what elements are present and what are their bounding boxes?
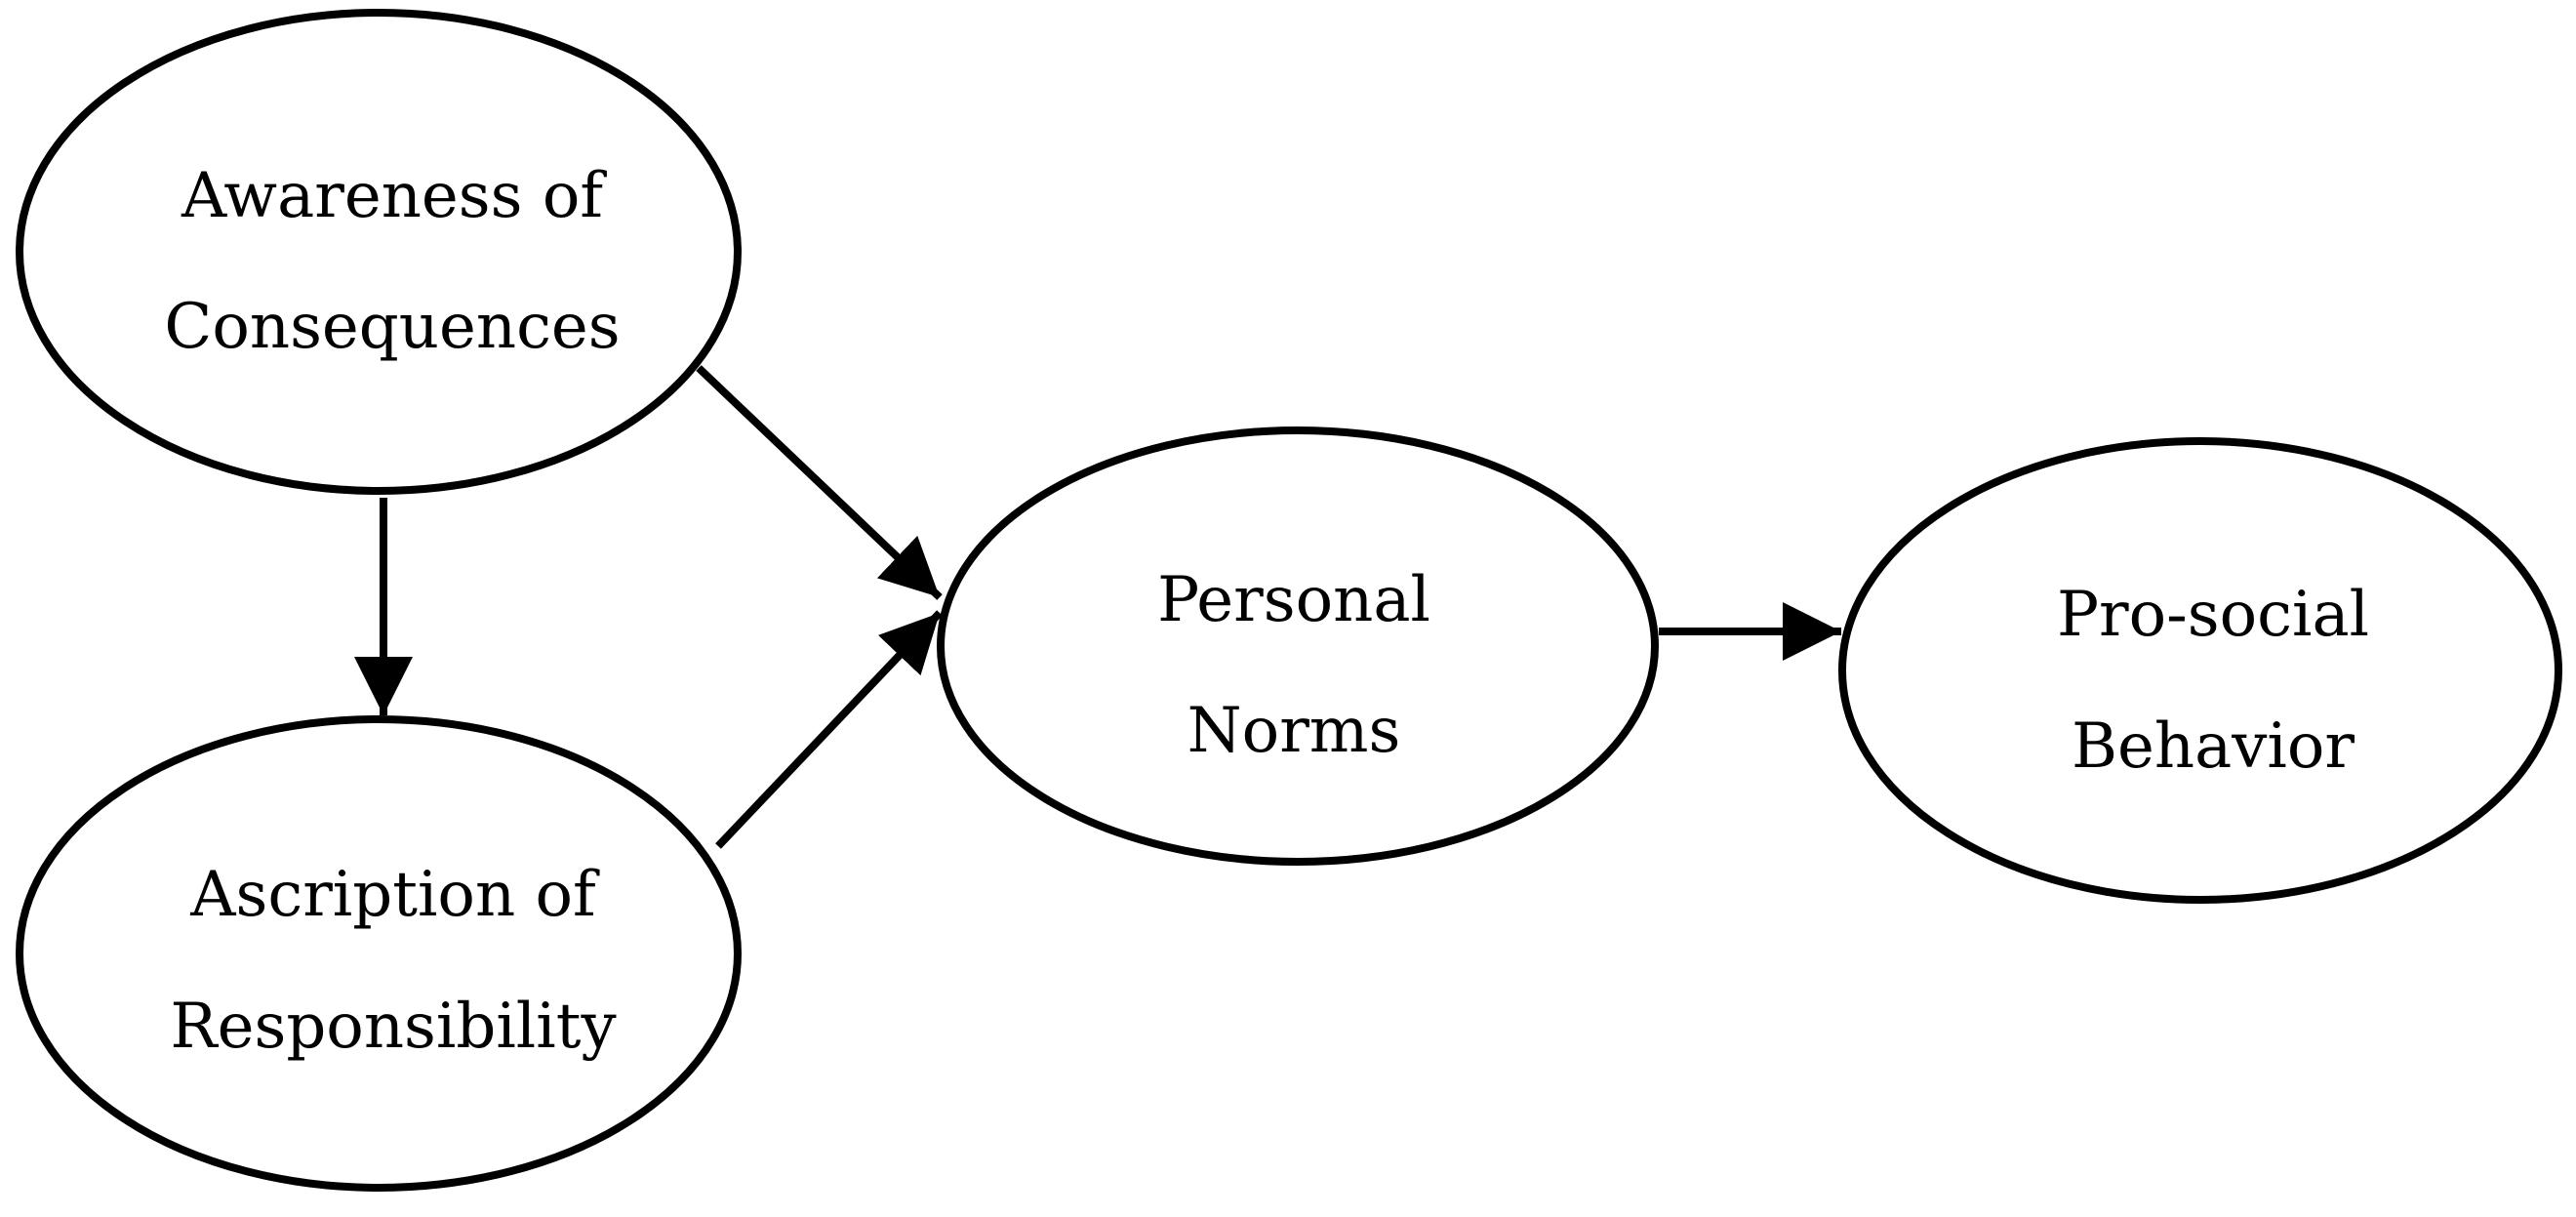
node-label-line-2: Behavior	[2072, 710, 2355, 783]
node-label-line-1: Awareness of	[181, 160, 607, 232]
node-label-line-2: Consequences	[164, 291, 620, 363]
node-label-line-2: Responsibility	[170, 991, 616, 1063]
node-label-line-2: Norms	[1187, 695, 1401, 767]
node-label-line-1: Pro-social	[2057, 579, 2369, 651]
node-ascription-of-responsibility: Ascription of Responsibility	[16, 715, 742, 1192]
edge-ascription-to-personal-norms	[715, 610, 943, 849]
node-ellipse	[1838, 437, 2562, 904]
node-ellipse	[16, 715, 742, 1192]
node-label-line-1: Ascription of	[189, 859, 600, 931]
node-ellipse	[16, 9, 742, 495]
node-ellipse	[937, 426, 1659, 866]
node-personal-norms: Personal Norms	[937, 426, 1659, 866]
node-awareness-of-consequences: Awareness of Consequences	[16, 9, 742, 495]
node-label-line-1: Personal	[1157, 564, 1430, 636]
node-prosocial-behavior: Pro-social Behavior	[1838, 437, 2562, 904]
edge-awareness-to-personal-norms	[696, 365, 943, 600]
